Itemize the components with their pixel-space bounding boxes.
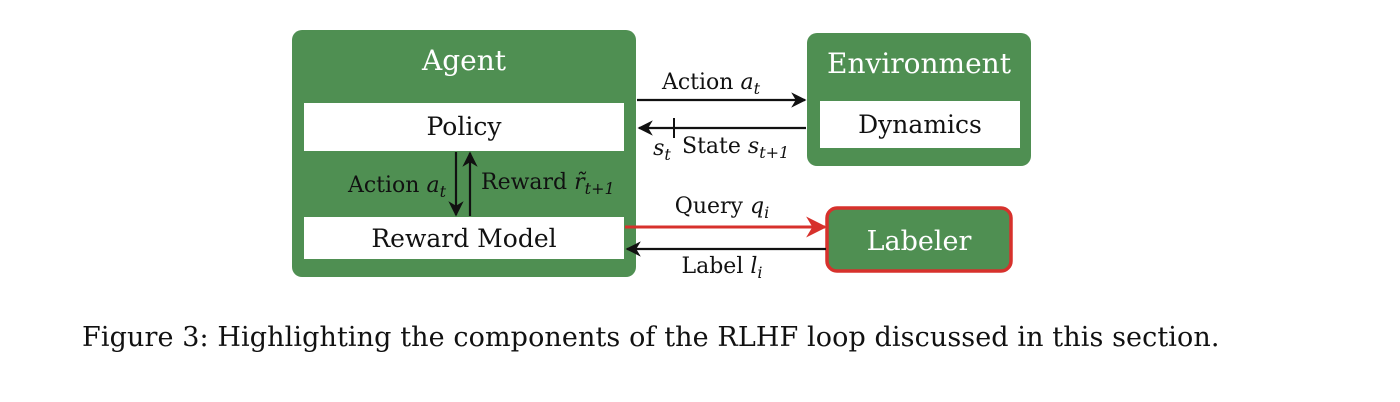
environment-title: Environment [827,47,1012,80]
labeler-box-bg [825,206,1013,273]
labeler-box: Labeler [825,206,1013,273]
reward-label: Reward r̃t+1 [481,170,615,198]
dynamics-box [820,101,1020,148]
reward-model-label: Reward Model [371,224,556,253]
state-label: State st+1 [682,134,789,162]
action-rm-label: Action at [347,173,447,201]
reward-model-box [304,217,624,259]
agent-title: Agent [421,44,507,77]
state-prev-label: st [653,136,671,164]
label-edge-label: Label li [681,254,762,282]
rlhf-loop-diagram: Agent Policy Reward Model Action at Rewa… [292,30,1031,282]
agent-box: Agent Policy Reward Model Action at Rewa… [292,30,636,277]
dynamics-label: Dynamics [858,110,982,139]
policy-label: Policy [427,112,503,141]
labeler-label: Labeler [867,226,972,257]
environment-box: Environment Dynamics [807,33,1031,166]
action-env-label: Action at [661,70,761,98]
policy-box [304,103,624,151]
figure-caption: Figure 3: Highlighting the components of… [82,322,1220,353]
query-label: Query qi [675,194,769,222]
